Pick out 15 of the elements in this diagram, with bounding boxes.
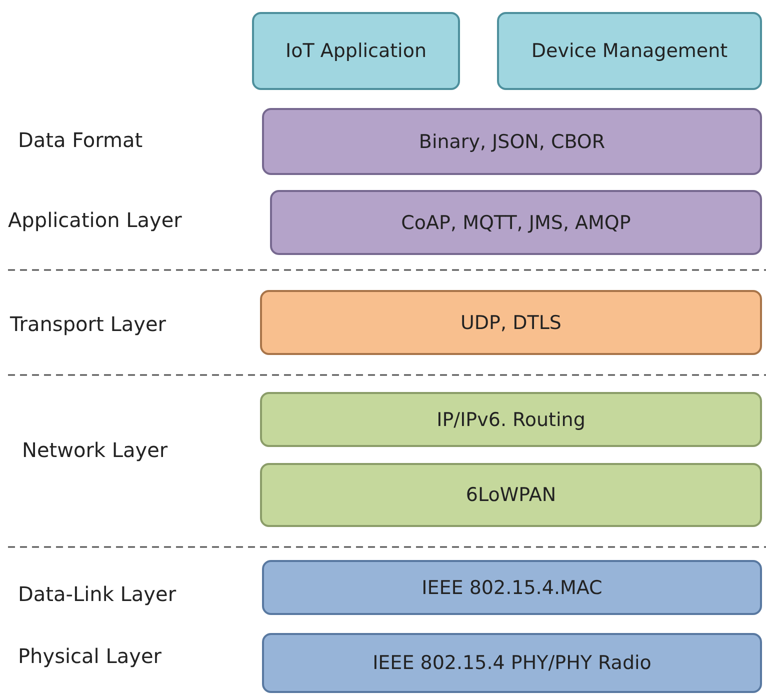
protocol-block: 6LoWPAN bbox=[260, 463, 762, 527]
layer-name: Network Layer bbox=[22, 438, 168, 462]
protocol-block: UDP, DTLS bbox=[260, 290, 762, 355]
layer-name: Data Format bbox=[18, 128, 143, 152]
protocol-block: Binary, JSON, CBOR bbox=[262, 108, 762, 175]
layer-name: Physical Layer bbox=[18, 644, 162, 668]
protocol-block: IEEE 802.15.4 PHY/PHY Radio bbox=[262, 633, 762, 693]
protocol-block: CoAP, MQTT, JMS, AMQP bbox=[270, 190, 762, 255]
protocol-block: Device Management bbox=[497, 12, 762, 90]
layer-name: Transport Layer bbox=[10, 312, 166, 336]
protocol-block: IoT Application bbox=[252, 12, 460, 90]
layer-name: Data-Link Layer bbox=[18, 582, 176, 606]
protocol-block: IEEE 802.15.4.MAC bbox=[262, 560, 762, 615]
layer-name: Application Layer bbox=[8, 208, 182, 232]
protocol-block: IP/IPv6. Routing bbox=[260, 392, 762, 447]
